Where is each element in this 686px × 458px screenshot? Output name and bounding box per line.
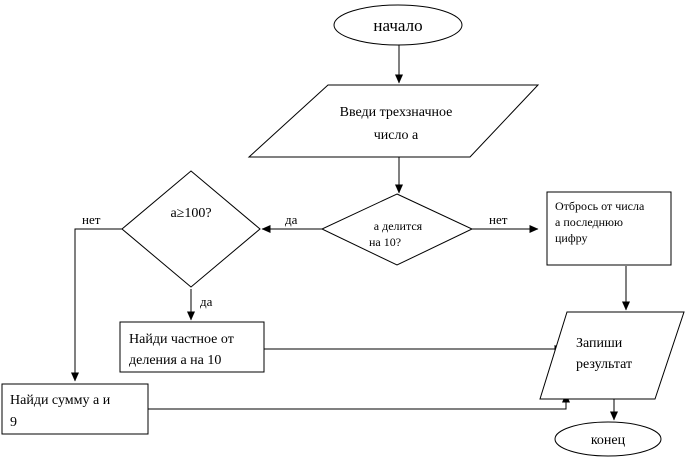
- end-label: конец: [591, 433, 626, 448]
- sum-block: Найди сумму а и 9: [1, 383, 149, 435]
- output-line2: результат: [576, 357, 632, 372]
- end-terminal: конец: [554, 421, 662, 457]
- decision-div10-line2: на 10?: [369, 235, 401, 249]
- label-ge100-no: нет: [82, 212, 101, 227]
- drop-digit-block: Отбрось от числа а последнюю цифру: [546, 191, 672, 266]
- quotient-block: Найди частное от деления а на 10: [119, 321, 265, 373]
- edge-ge100-no: [71, 228, 122, 382]
- label-div10-no: нет: [489, 212, 508, 227]
- input-block: Введи трехзначное число а: [247, 84, 540, 158]
- start-terminal: начало: [333, 4, 463, 46]
- sum-line2: 9: [10, 415, 17, 430]
- drop-digit-line3: цифру: [555, 231, 587, 245]
- decision-ge100-label: а≥100?: [170, 206, 211, 221]
- decision-div10-line1: а делится: [374, 219, 423, 233]
- output-block: Запиши результат: [539, 311, 685, 400]
- input-label-line2: число а: [374, 128, 419, 143]
- edge-sum-to-output: [148, 393, 570, 410]
- label-ge100-yes: да: [200, 294, 213, 309]
- output-line1: Запиши: [576, 336, 623, 351]
- quotient-line2: деления а на 10: [129, 353, 221, 368]
- drop-digit-line1: Отбрось от числа: [555, 199, 645, 213]
- start-label: начало: [373, 16, 422, 35]
- quotient-line1: Найди частное от: [129, 332, 234, 347]
- decision-ge100: а≥100?: [121, 170, 261, 288]
- label-div10-yes: да: [285, 212, 298, 227]
- drop-digit-line2: а последнюю: [555, 215, 623, 229]
- sum-line1: Найди сумму а и: [10, 393, 111, 408]
- input-label-line1: Введи трехзначное: [340, 105, 453, 120]
- decision-div10: а делится на 10?: [320, 193, 474, 266]
